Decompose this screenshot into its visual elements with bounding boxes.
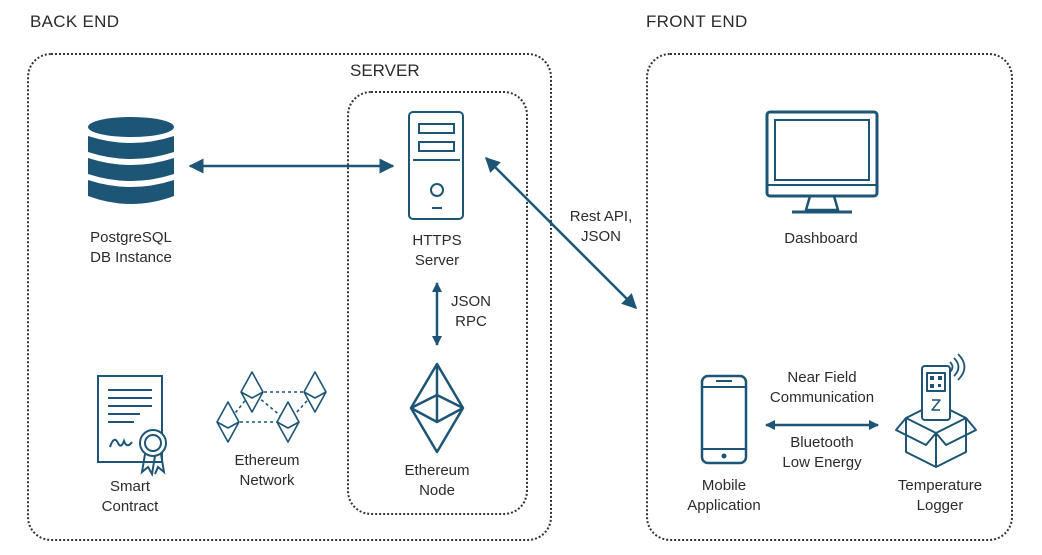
postgres-label: PostgreSQL DB Instance [71, 228, 191, 268]
eth-node-line2: Node [419, 482, 455, 499]
temperature-logger-icon [895, 353, 977, 468]
smart-contract-icon [97, 375, 167, 477]
ethereum-node-icon [409, 362, 465, 454]
json-rpc-line1: JSON [450, 293, 491, 310]
nfc-line1: Near Field [787, 369, 857, 386]
mobile-line1: Mobile [701, 477, 747, 494]
json-rpc-line2: RPC [455, 313, 487, 330]
front-end-boundary [646, 53, 1013, 541]
https-label-line1: HTTPS [412, 232, 462, 249]
json-rpc-label: JSON RPC [441, 292, 501, 332]
ble-label: Bluetooth Low Energy [772, 433, 872, 473]
nfc-label: Near Field Communication [766, 368, 878, 408]
smart-contract-label: Smart Contract [80, 477, 180, 517]
server-title: SERVER [346, 61, 434, 81]
smart-contract-line1: Smart [109, 478, 150, 495]
mobile-app-label: Mobile Application [674, 476, 774, 516]
ethereum-network-icon [216, 371, 327, 443]
smart-contract-line2: Contract [101, 498, 159, 515]
rest-api-label: Rest API, JSON [556, 207, 646, 247]
temperature-logger-label: Temperature Logger [880, 476, 1000, 516]
postgres-label-line1: PostgreSQL [90, 229, 172, 246]
mobile-line2: Application [687, 497, 761, 514]
eth-network-line2: Network [239, 472, 295, 489]
ble-line2: Low Energy [782, 454, 862, 471]
https-label-line2: Server [414, 252, 460, 269]
ethereum-node-label: Ethereum Node [387, 461, 487, 501]
ble-line1: Bluetooth [790, 434, 854, 451]
rest-api-line2: JSON [580, 228, 621, 245]
rest-api-line1: Rest API, [569, 208, 633, 225]
front-end-title: FRONT END [646, 12, 748, 31]
logger-line2: Logger [916, 497, 964, 514]
back-end-title: BACK END [30, 12, 120, 31]
server-icon [408, 111, 464, 220]
logger-line1: Temperature [897, 477, 983, 494]
database-icon [88, 117, 174, 204]
ethereum-network-label: Ethereum Network [217, 451, 317, 491]
mobile-phone-icon [700, 374, 748, 465]
dashboard-label: Dashboard [784, 230, 858, 247]
postgres-label-line2: DB Instance [90, 249, 172, 266]
https-server-label: HTTPS Server [387, 231, 487, 271]
eth-node-line1: Ethereum [404, 462, 470, 479]
monitor-icon [765, 110, 879, 214]
rest-api-arrow [484, 156, 638, 310]
nfc-line2: Communication [769, 389, 875, 406]
eth-network-line1: Ethereum [234, 452, 300, 469]
